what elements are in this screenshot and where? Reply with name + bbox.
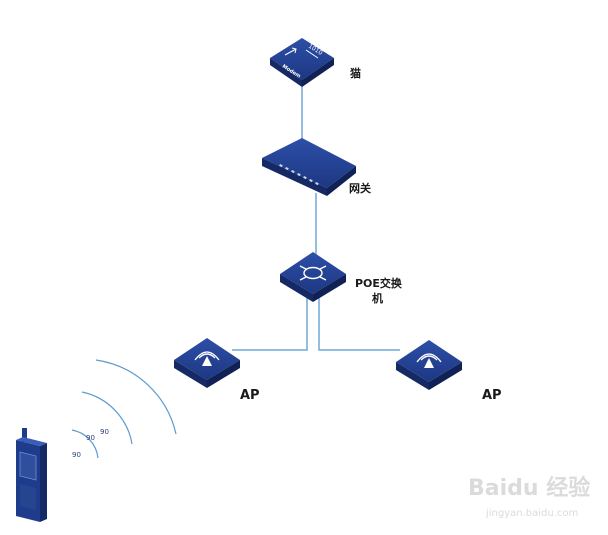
modem-label: 猫 [350, 66, 361, 80]
mobile-phone-device [16, 428, 47, 522]
poe-switch-label-line2: 机 [372, 291, 383, 305]
poe-switch-label-line1: POE交换 [355, 276, 403, 290]
signal-arc-large [96, 360, 176, 434]
ap-right-device [396, 340, 462, 390]
link-switch-ap-left [232, 298, 307, 350]
ap-left-device [174, 338, 240, 388]
signal-arcs [72, 360, 176, 458]
baidu-watermark: Baidu 经验 jingyan.baidu.com [468, 475, 590, 519]
gateway-device [262, 138, 356, 196]
modem-device: 1010 Modem [270, 38, 334, 87]
connection-lines [232, 76, 400, 350]
phone-screen [20, 452, 36, 480]
ap-left-label: AP [240, 388, 260, 403]
watermark-logo-text: Baidu 经验 [468, 475, 590, 501]
poe-switch-device [280, 252, 346, 302]
watermark-url: jingyan.baidu.com [485, 508, 578, 519]
ap-right-label: AP [482, 388, 502, 403]
signal-label-3: 90 [72, 451, 81, 459]
link-switch-ap-right [319, 298, 400, 350]
signal-label-1: 90 [100, 428, 109, 436]
gateway-label: 网关 [349, 181, 371, 195]
phone-body-side [40, 443, 47, 522]
signal-label-2: 90 [86, 434, 95, 442]
phone-keypad [20, 484, 36, 510]
